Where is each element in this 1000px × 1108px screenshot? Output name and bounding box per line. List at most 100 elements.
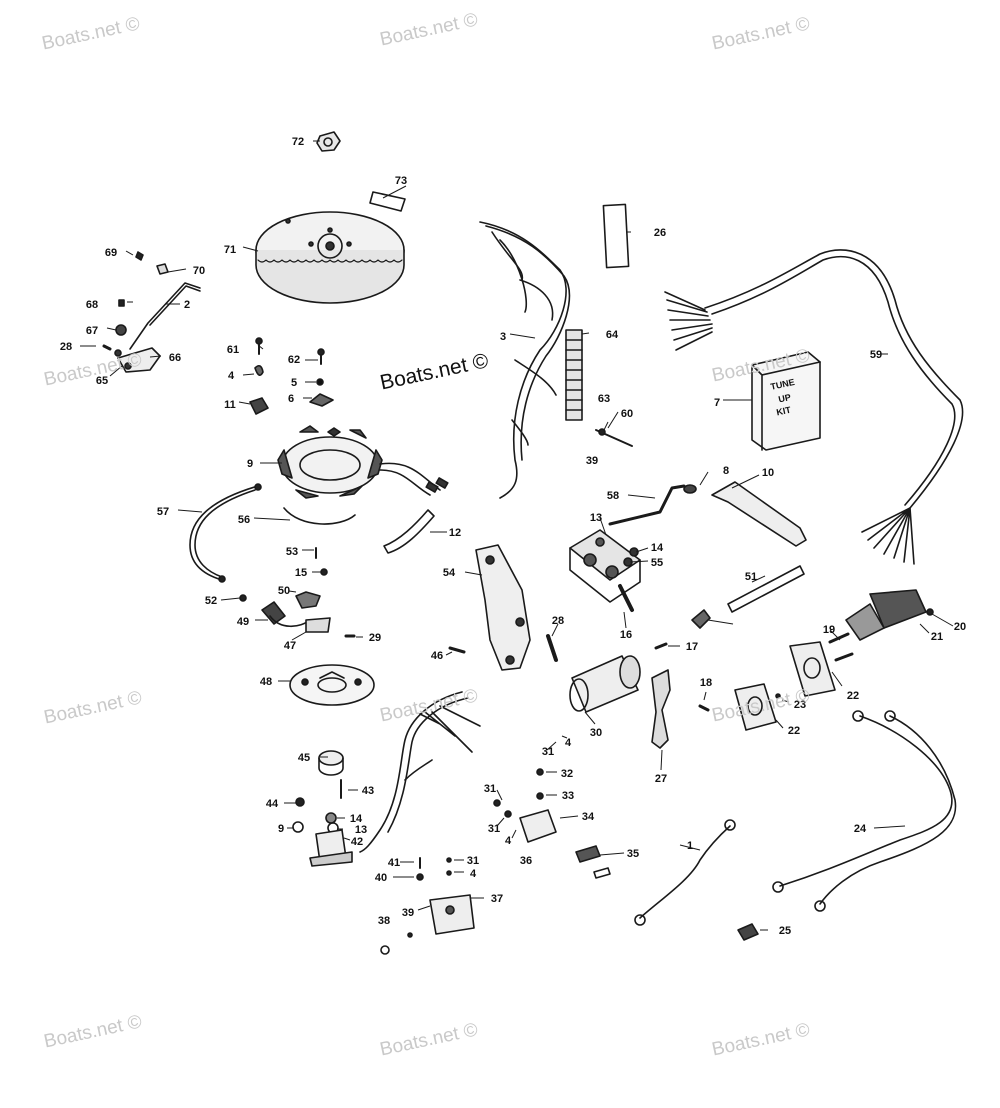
callout-49: 49 — [237, 616, 249, 628]
wire-part-15 — [727, 565, 805, 613]
callout-53: 53 — [286, 546, 298, 558]
callout-26: 26 — [654, 227, 666, 239]
ground-cable-part-1 — [634, 819, 736, 926]
callout-3: 3 — [500, 331, 506, 343]
callout-37: 37 — [491, 893, 503, 905]
clamp-part-25 — [737, 923, 759, 941]
callout-40: 40 — [375, 872, 387, 884]
callout-14: 14 — [651, 542, 664, 554]
callout-56: 56 — [238, 514, 250, 526]
callout-15: 15 — [295, 567, 307, 579]
terminal-block-part-3 — [565, 329, 583, 421]
callout-33: 33 — [562, 790, 574, 802]
callout-39: 39 — [586, 455, 598, 467]
starter-part-30 — [569, 655, 641, 713]
screw-part-29 — [546, 634, 558, 662]
callout-58: 58 — [607, 490, 619, 502]
tune-text: TUNE — [770, 377, 796, 392]
decal-part-26 — [602, 203, 630, 269]
callout-2: 2 — [184, 299, 190, 311]
stator-part-59 — [277, 425, 449, 499]
callout-25: 25 — [779, 925, 791, 937]
harness-part-2-lower — [359, 691, 481, 853]
callout-18: 18 — [700, 677, 712, 689]
kit-text: KIT — [775, 405, 792, 418]
solenoid-group-36 — [493, 768, 611, 879]
callout-51: 51 — [745, 571, 757, 583]
solenoid-group-42 — [292, 797, 353, 867]
callout-10: 10 — [762, 467, 774, 479]
callout-38: 38 — [378, 915, 390, 927]
callout-47: 47 — [284, 640, 296, 652]
screw-part-46 — [448, 646, 466, 654]
callout-23: 23 — [794, 699, 806, 711]
callout-70: 70 — [193, 265, 205, 277]
callout-1: 1 — [687, 840, 693, 852]
callout-44: 44 — [266, 798, 279, 810]
up-text: UP — [777, 392, 791, 404]
callout-16: 16 — [620, 629, 632, 641]
callout-55: 55 — [651, 557, 663, 569]
callout-67: 67 — [86, 325, 98, 337]
coil-block-part-12 — [569, 529, 641, 603]
flywheel-part-71 — [255, 211, 405, 304]
battery-cables-part-24 — [772, 710, 957, 912]
nut-part-72 — [316, 131, 341, 152]
callout-35: 35 — [627, 848, 639, 860]
callout-63: 63 — [598, 393, 610, 405]
callout-22: 22 — [788, 725, 800, 737]
screw-part-28 — [618, 584, 634, 612]
callout-57: 57 — [157, 506, 169, 518]
spark-plug-wrench-group — [608, 481, 807, 547]
callout-31: 31 — [488, 823, 500, 835]
callout-6: 6 — [288, 393, 294, 405]
callout-50: 50 — [278, 585, 290, 597]
callout-41: 41 — [388, 857, 400, 869]
callout-36: 36 — [520, 855, 532, 867]
callout-46: 46 — [431, 650, 443, 662]
callout-28: 28 — [60, 341, 72, 353]
callout-27: 27 — [655, 773, 667, 785]
lead-wire-part-58 — [189, 483, 262, 583]
callout-60: 60 — [621, 408, 633, 420]
callout-68: 68 — [86, 299, 98, 311]
callout-71: 71 — [224, 244, 236, 256]
callout-34: 34 — [582, 811, 595, 823]
callout-28: 28 — [552, 615, 564, 627]
tune-up-kit-label: TUNE UP KIT — [770, 377, 796, 417]
callout-5: 5 — [291, 377, 297, 389]
screw-part-18 — [698, 704, 710, 712]
timer-base-part-48 — [289, 664, 375, 706]
plug-part-16 — [691, 609, 711, 629]
callout-4: 4 — [228, 370, 235, 382]
callout-22: 22 — [847, 690, 859, 702]
callout-17: 17 — [686, 641, 698, 653]
callout-39: 39 — [402, 907, 414, 919]
callout-13: 13 — [590, 512, 602, 524]
callout-21: 21 — [931, 631, 943, 643]
callout-29: 29 — [369, 632, 381, 644]
callout-52: 52 — [205, 595, 217, 607]
fitting-part-17 — [654, 642, 668, 650]
callout-65: 65 — [96, 375, 108, 387]
mounting-bracket-part-55 — [475, 544, 531, 671]
callout-43: 43 — [362, 785, 374, 797]
callout-14: 14 — [350, 813, 363, 825]
leader-lines — [80, 140, 954, 931]
callout-32: 32 — [561, 768, 573, 780]
callout-24: 24 — [854, 823, 867, 835]
callout-19: 19 — [823, 624, 835, 636]
callout-8: 8 — [723, 465, 729, 477]
decal-part-73 — [369, 191, 406, 212]
callout-72: 72 — [292, 136, 304, 148]
callout-4: 4 — [470, 868, 477, 880]
callout-54: 54 — [443, 567, 456, 579]
small-hardware-group — [249, 337, 334, 415]
callout-31: 31 — [542, 746, 554, 758]
main-harness-part-7 — [664, 249, 964, 565]
callout-48: 48 — [260, 676, 272, 688]
callout-20: 20 — [954, 621, 966, 633]
callout-73: 73 — [395, 175, 407, 187]
